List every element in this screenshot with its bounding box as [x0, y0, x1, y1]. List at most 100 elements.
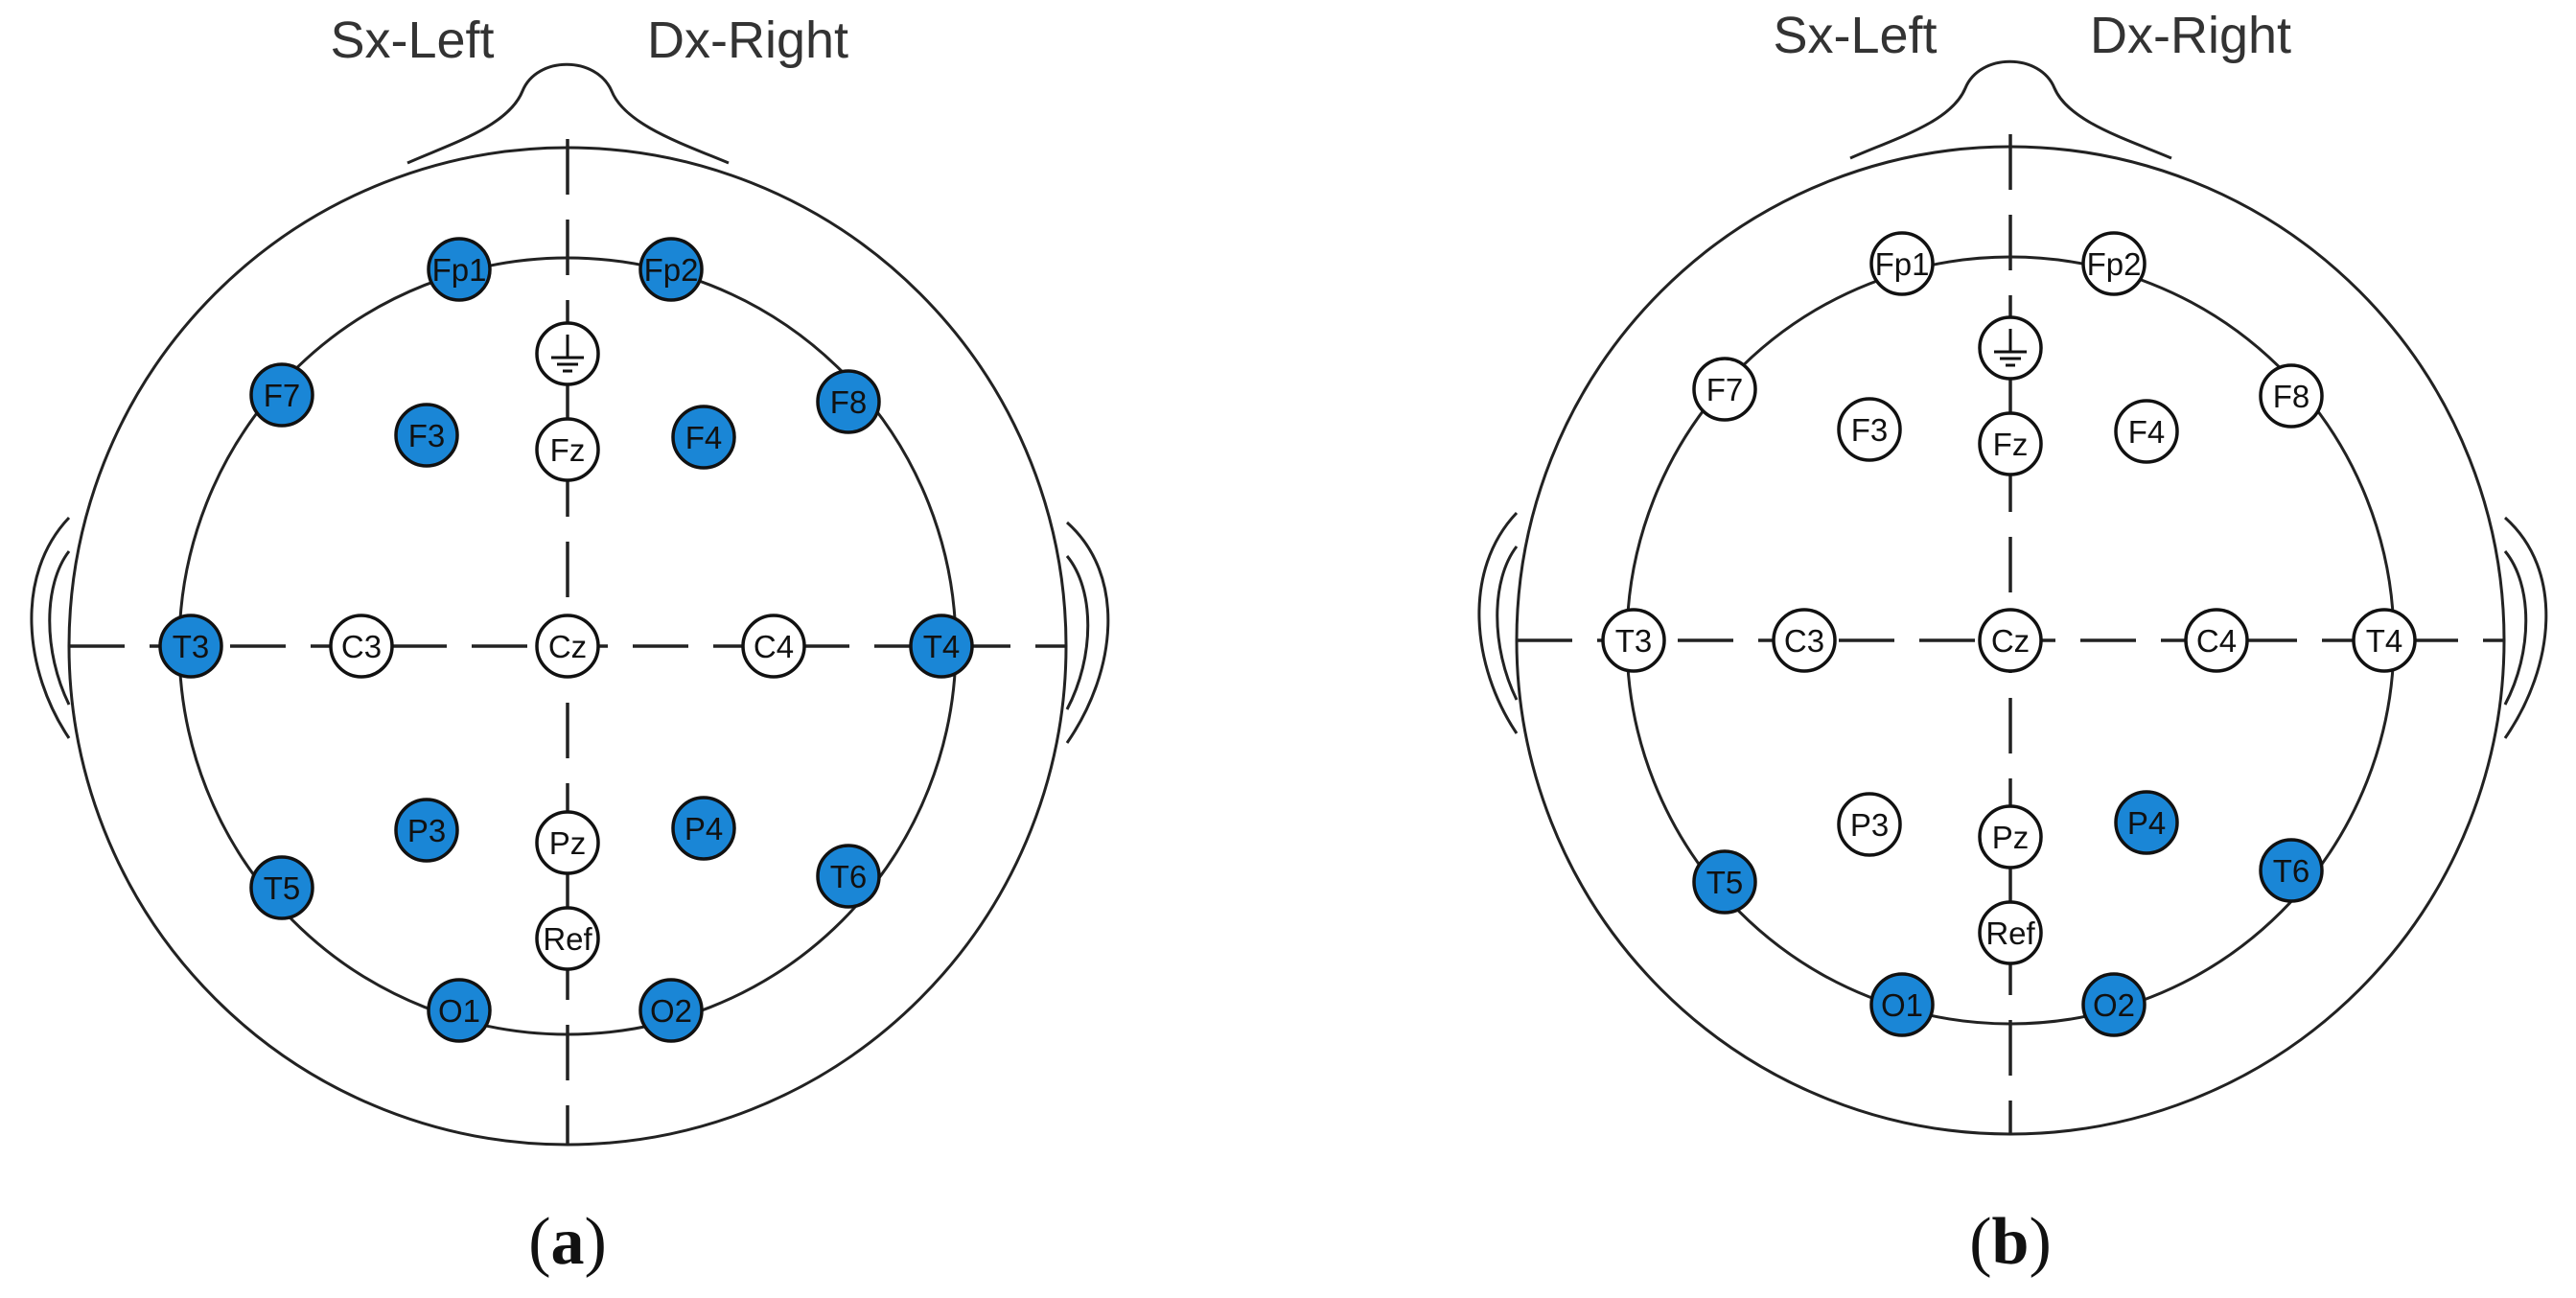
- electrode-marker: [1869, 231, 1935, 296]
- electrode-fz: Fz: [535, 417, 600, 482]
- electrode-marker: [1978, 900, 2043, 965]
- electrode-cz: Cz: [1978, 608, 2043, 673]
- electrode-t4: T4: [2352, 608, 2417, 673]
- electrode-o1: O1: [427, 978, 492, 1043]
- electrode-marker: [1837, 792, 1902, 857]
- electrode-label: T5: [264, 870, 301, 906]
- electrode-p4: P4: [671, 796, 736, 861]
- right-hemisphere-label: Dx-Right: [647, 12, 848, 69]
- head-outline: [1477, 59, 2548, 1136]
- electrode-label: T6: [2273, 853, 2310, 889]
- electrode-pz: Pz: [1978, 804, 2043, 869]
- electrode-c4: C4: [2184, 608, 2249, 673]
- electrode-ground: [1978, 315, 2043, 381]
- electrode-t5: T5: [1692, 849, 1757, 915]
- electrode-label: Ref: [543, 921, 592, 957]
- electrode-f3: F3: [394, 403, 459, 468]
- electrode-label: Fz: [550, 432, 586, 468]
- electrode-p3: P3: [1837, 792, 1902, 857]
- electrode-label: F4: [2128, 414, 2166, 450]
- electrode-marker: [427, 237, 492, 302]
- electrode-t3: T3: [1601, 608, 1666, 673]
- electrode-label: F8: [830, 384, 868, 420]
- electrode-label: P3: [407, 813, 446, 848]
- electrode-marker: [2114, 399, 2179, 464]
- electrode-marker: [1692, 849, 1757, 915]
- electrode-fz: Fz: [1978, 411, 2043, 476]
- left-hemisphere-label: Sx-Left: [330, 12, 494, 69]
- electrode-marker: [2081, 231, 2147, 296]
- electrode-ref: Ref: [535, 906, 600, 971]
- electrode-label: T3: [1615, 623, 1653, 659]
- head-outline: [30, 62, 1110, 1147]
- electrode-f8: F8: [2259, 363, 2324, 429]
- electrode-marker: [671, 405, 736, 470]
- electrode-label: T4: [923, 629, 961, 664]
- electrode-label: Cz: [548, 629, 587, 664]
- panel-caption: (a): [528, 1205, 607, 1279]
- electrode-label: Fp2: [2087, 246, 2142, 282]
- electrode-marker: [535, 906, 600, 971]
- electrode-o2: O2: [638, 978, 704, 1043]
- electrode-marker: [1772, 608, 1837, 673]
- electrode-label: T5: [1706, 865, 1744, 900]
- electrode-f8: F8: [816, 369, 881, 434]
- electrode-label: F3: [1851, 412, 1889, 448]
- electrode-label: T4: [2366, 623, 2403, 659]
- electrode-marker: [394, 403, 459, 468]
- electrode-marker: [2259, 838, 2324, 903]
- electrode-marker: [2114, 790, 2179, 855]
- electrode-marker: [1692, 357, 1757, 422]
- electrode-label: O2: [650, 993, 692, 1029]
- electrode-label: T6: [830, 859, 868, 894]
- electrode-label: Pz: [1992, 820, 2030, 855]
- electrode-label: O1: [438, 993, 480, 1029]
- electrode-label: Fp2: [644, 252, 699, 288]
- electrode-label: Fp1: [432, 252, 487, 288]
- electrode-marker: [2081, 972, 2147, 1037]
- electrode-marker: [671, 796, 736, 861]
- electrode-label: Fz: [1993, 427, 2029, 462]
- electrode-ref: Ref: [1978, 900, 2043, 965]
- electrode-c3: C3: [1772, 608, 1837, 673]
- electrode-label: Cz: [1991, 623, 2030, 659]
- ground-icon: [551, 335, 584, 373]
- electrode-t4: T4: [909, 614, 974, 679]
- electrode-label: F4: [685, 420, 723, 455]
- electrode-f4: F4: [2114, 399, 2179, 464]
- electrode-p3: P3: [394, 798, 459, 863]
- electrode-label: Ref: [1985, 916, 2035, 951]
- panel-caption: (b): [1969, 1205, 2052, 1279]
- electrode-marker: [535, 810, 600, 875]
- electrode-marker: [249, 362, 314, 428]
- right-hemisphere-label: Dx-Right: [2090, 7, 2291, 64]
- electrode-f3: F3: [1837, 397, 1902, 462]
- electrode-label: O2: [2093, 987, 2135, 1023]
- electrode-marker: [1978, 804, 2043, 869]
- electrode-marker: [1601, 608, 1666, 673]
- electrode-marker: [816, 369, 881, 434]
- left-hemisphere-label: Sx-Left: [1773, 7, 1937, 64]
- electrode-label: Pz: [549, 825, 587, 861]
- electrode-label: F8: [2273, 379, 2310, 414]
- electrode-f7: F7: [249, 362, 314, 428]
- electrode-label: F7: [264, 378, 301, 413]
- electrode-t5: T5: [249, 855, 314, 920]
- electrode-marker: [2184, 608, 2249, 673]
- electrode-label: C3: [1784, 623, 1824, 659]
- electrode-marker: [638, 237, 704, 302]
- electrode-f4: F4: [671, 405, 736, 470]
- electrode-fp1: Fp1: [427, 237, 492, 302]
- electrode-marker: [394, 798, 459, 863]
- electrode-t6: T6: [816, 844, 881, 909]
- electrode-fp2: Fp2: [638, 237, 704, 302]
- electrode-ground: [535, 321, 600, 386]
- electrode-label: P4: [2127, 805, 2166, 841]
- electrode-marker: [427, 978, 492, 1043]
- electrode-label: T3: [173, 629, 210, 664]
- electrode-label: O1: [1881, 987, 1923, 1023]
- electrode-pz: Pz: [535, 810, 600, 875]
